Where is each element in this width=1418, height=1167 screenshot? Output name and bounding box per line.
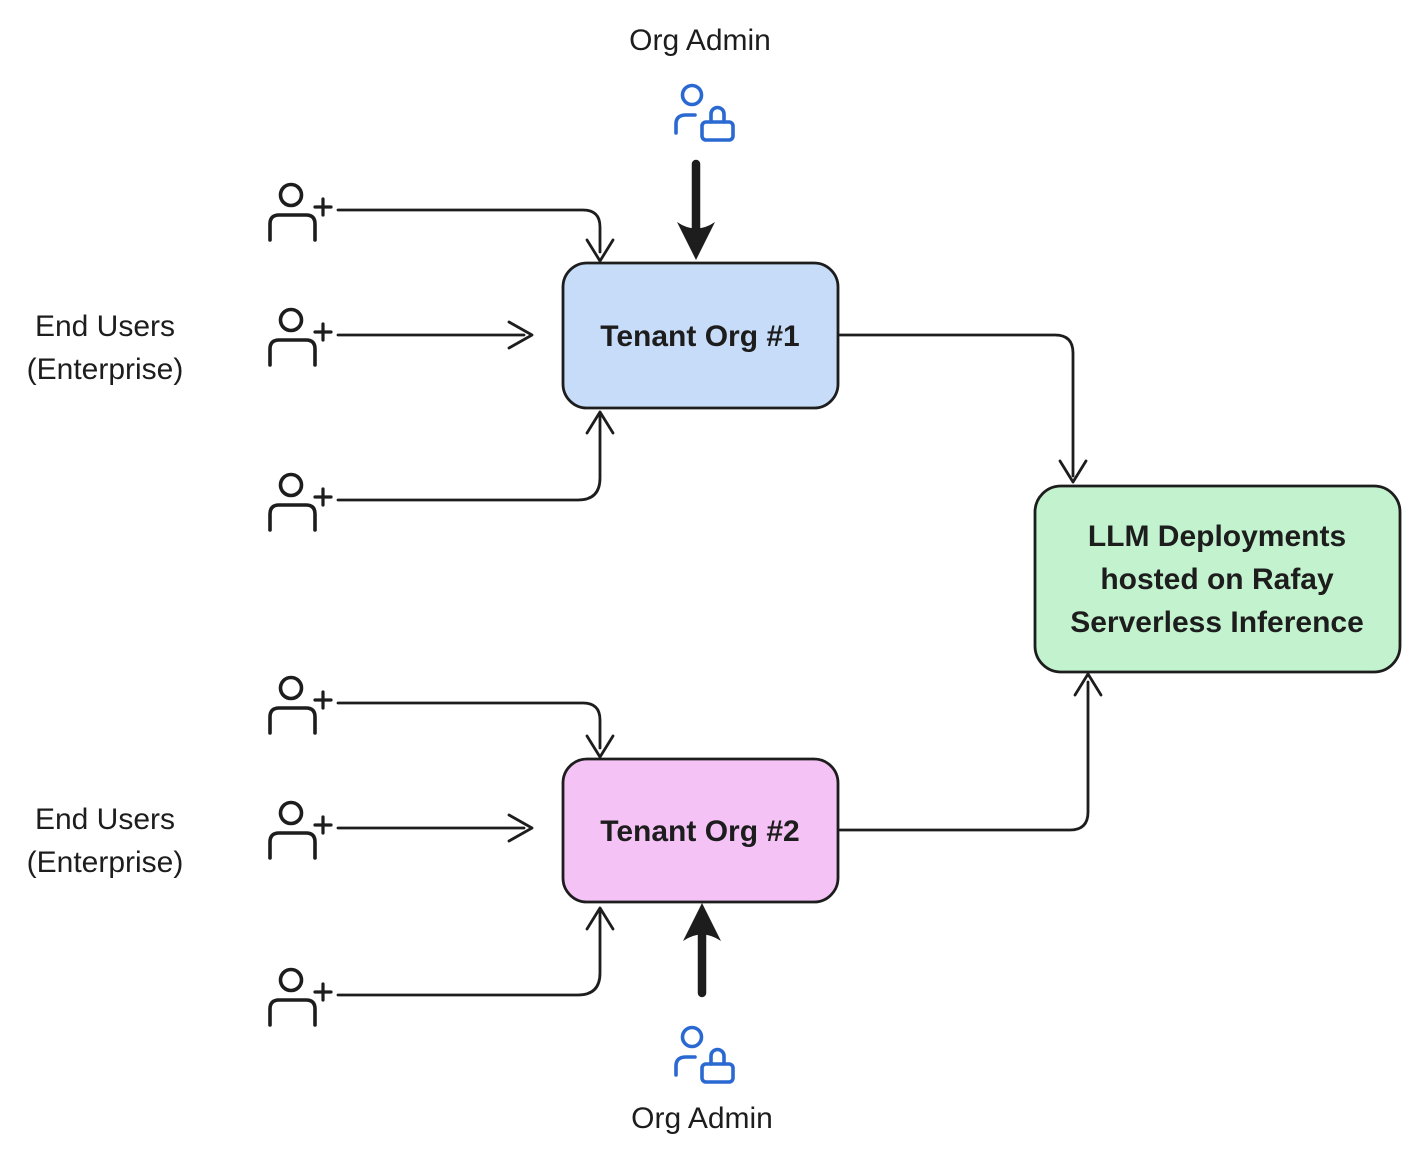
arrowhead xyxy=(683,903,721,941)
tenant-org-1-node: Tenant Org #1 xyxy=(561,261,840,410)
arrow-user4-to-tenant2 xyxy=(336,701,615,759)
user-lock-icon xyxy=(674,83,735,142)
arrow-user5-to-tenant2 xyxy=(336,813,534,843)
tenant-org-2-box xyxy=(561,757,840,904)
end-users-2-label-line1: End Users xyxy=(35,803,175,836)
arrowhead xyxy=(585,238,615,263)
arrowhead xyxy=(677,222,715,260)
end-users-1-label-line2: (Enterprise) xyxy=(27,353,184,386)
arrow-org-admin-top-to-tenant1 xyxy=(677,159,715,260)
user-plus-icon xyxy=(268,675,333,735)
tenant-org-2-label: Tenant Org #2 xyxy=(600,815,799,848)
arrow-user1-to-tenant1 xyxy=(336,208,615,263)
arrowhead xyxy=(585,906,615,931)
user-plus-icon xyxy=(268,182,333,242)
arrowhead xyxy=(507,320,534,350)
user-lock-icon xyxy=(674,1025,735,1084)
arrow-line xyxy=(336,208,602,254)
arrow-org-admin-bottom-to-tenant2 xyxy=(683,903,721,998)
arrowhead xyxy=(585,410,615,435)
llm-deployments-label-line1: LLM Deployments xyxy=(1088,520,1346,553)
arrow-line xyxy=(838,680,1090,832)
end-users-1-label-line1: End Users xyxy=(35,310,175,343)
tenant-org-1-box xyxy=(561,261,840,410)
org-admin-bottom-label: Org Admin xyxy=(631,1102,773,1135)
llm-deployments-box xyxy=(1033,484,1402,674)
arrow-line xyxy=(336,910,602,997)
arrow-line xyxy=(336,414,602,502)
tenant-org-1-label: Tenant Org #1 xyxy=(600,320,799,353)
tenant-org-2-node: Tenant Org #2 xyxy=(561,757,840,904)
arrow-line xyxy=(838,333,1075,478)
llm-deployments-label-line3: Serverless Inference xyxy=(1070,606,1364,639)
llm-deployments-node: LLM Deployments hosted on Rafay Serverle… xyxy=(1033,484,1402,674)
user-plus-icon xyxy=(268,800,333,860)
end-users-2-label-line2: (Enterprise) xyxy=(27,846,184,879)
arrowhead xyxy=(507,813,534,843)
arrowhead xyxy=(1058,459,1088,484)
org-admin-top-label: Org Admin xyxy=(629,24,771,57)
arrow-user3-to-tenant1 xyxy=(336,410,615,502)
arrow-user6-to-tenant2 xyxy=(336,906,615,997)
arrowhead xyxy=(585,734,615,759)
user-plus-icon xyxy=(268,307,333,367)
user-plus-icon xyxy=(268,472,333,532)
arrow-tenant2-to-llm xyxy=(838,672,1103,832)
arrow-user2-to-tenant1 xyxy=(336,320,534,350)
arrow-tenant1-to-llm xyxy=(838,333,1088,484)
user-plus-icon xyxy=(268,967,333,1027)
llm-deployments-label-line2: hosted on Rafay xyxy=(1100,563,1334,596)
arrowhead xyxy=(1073,672,1103,697)
arrow-line xyxy=(336,701,602,750)
